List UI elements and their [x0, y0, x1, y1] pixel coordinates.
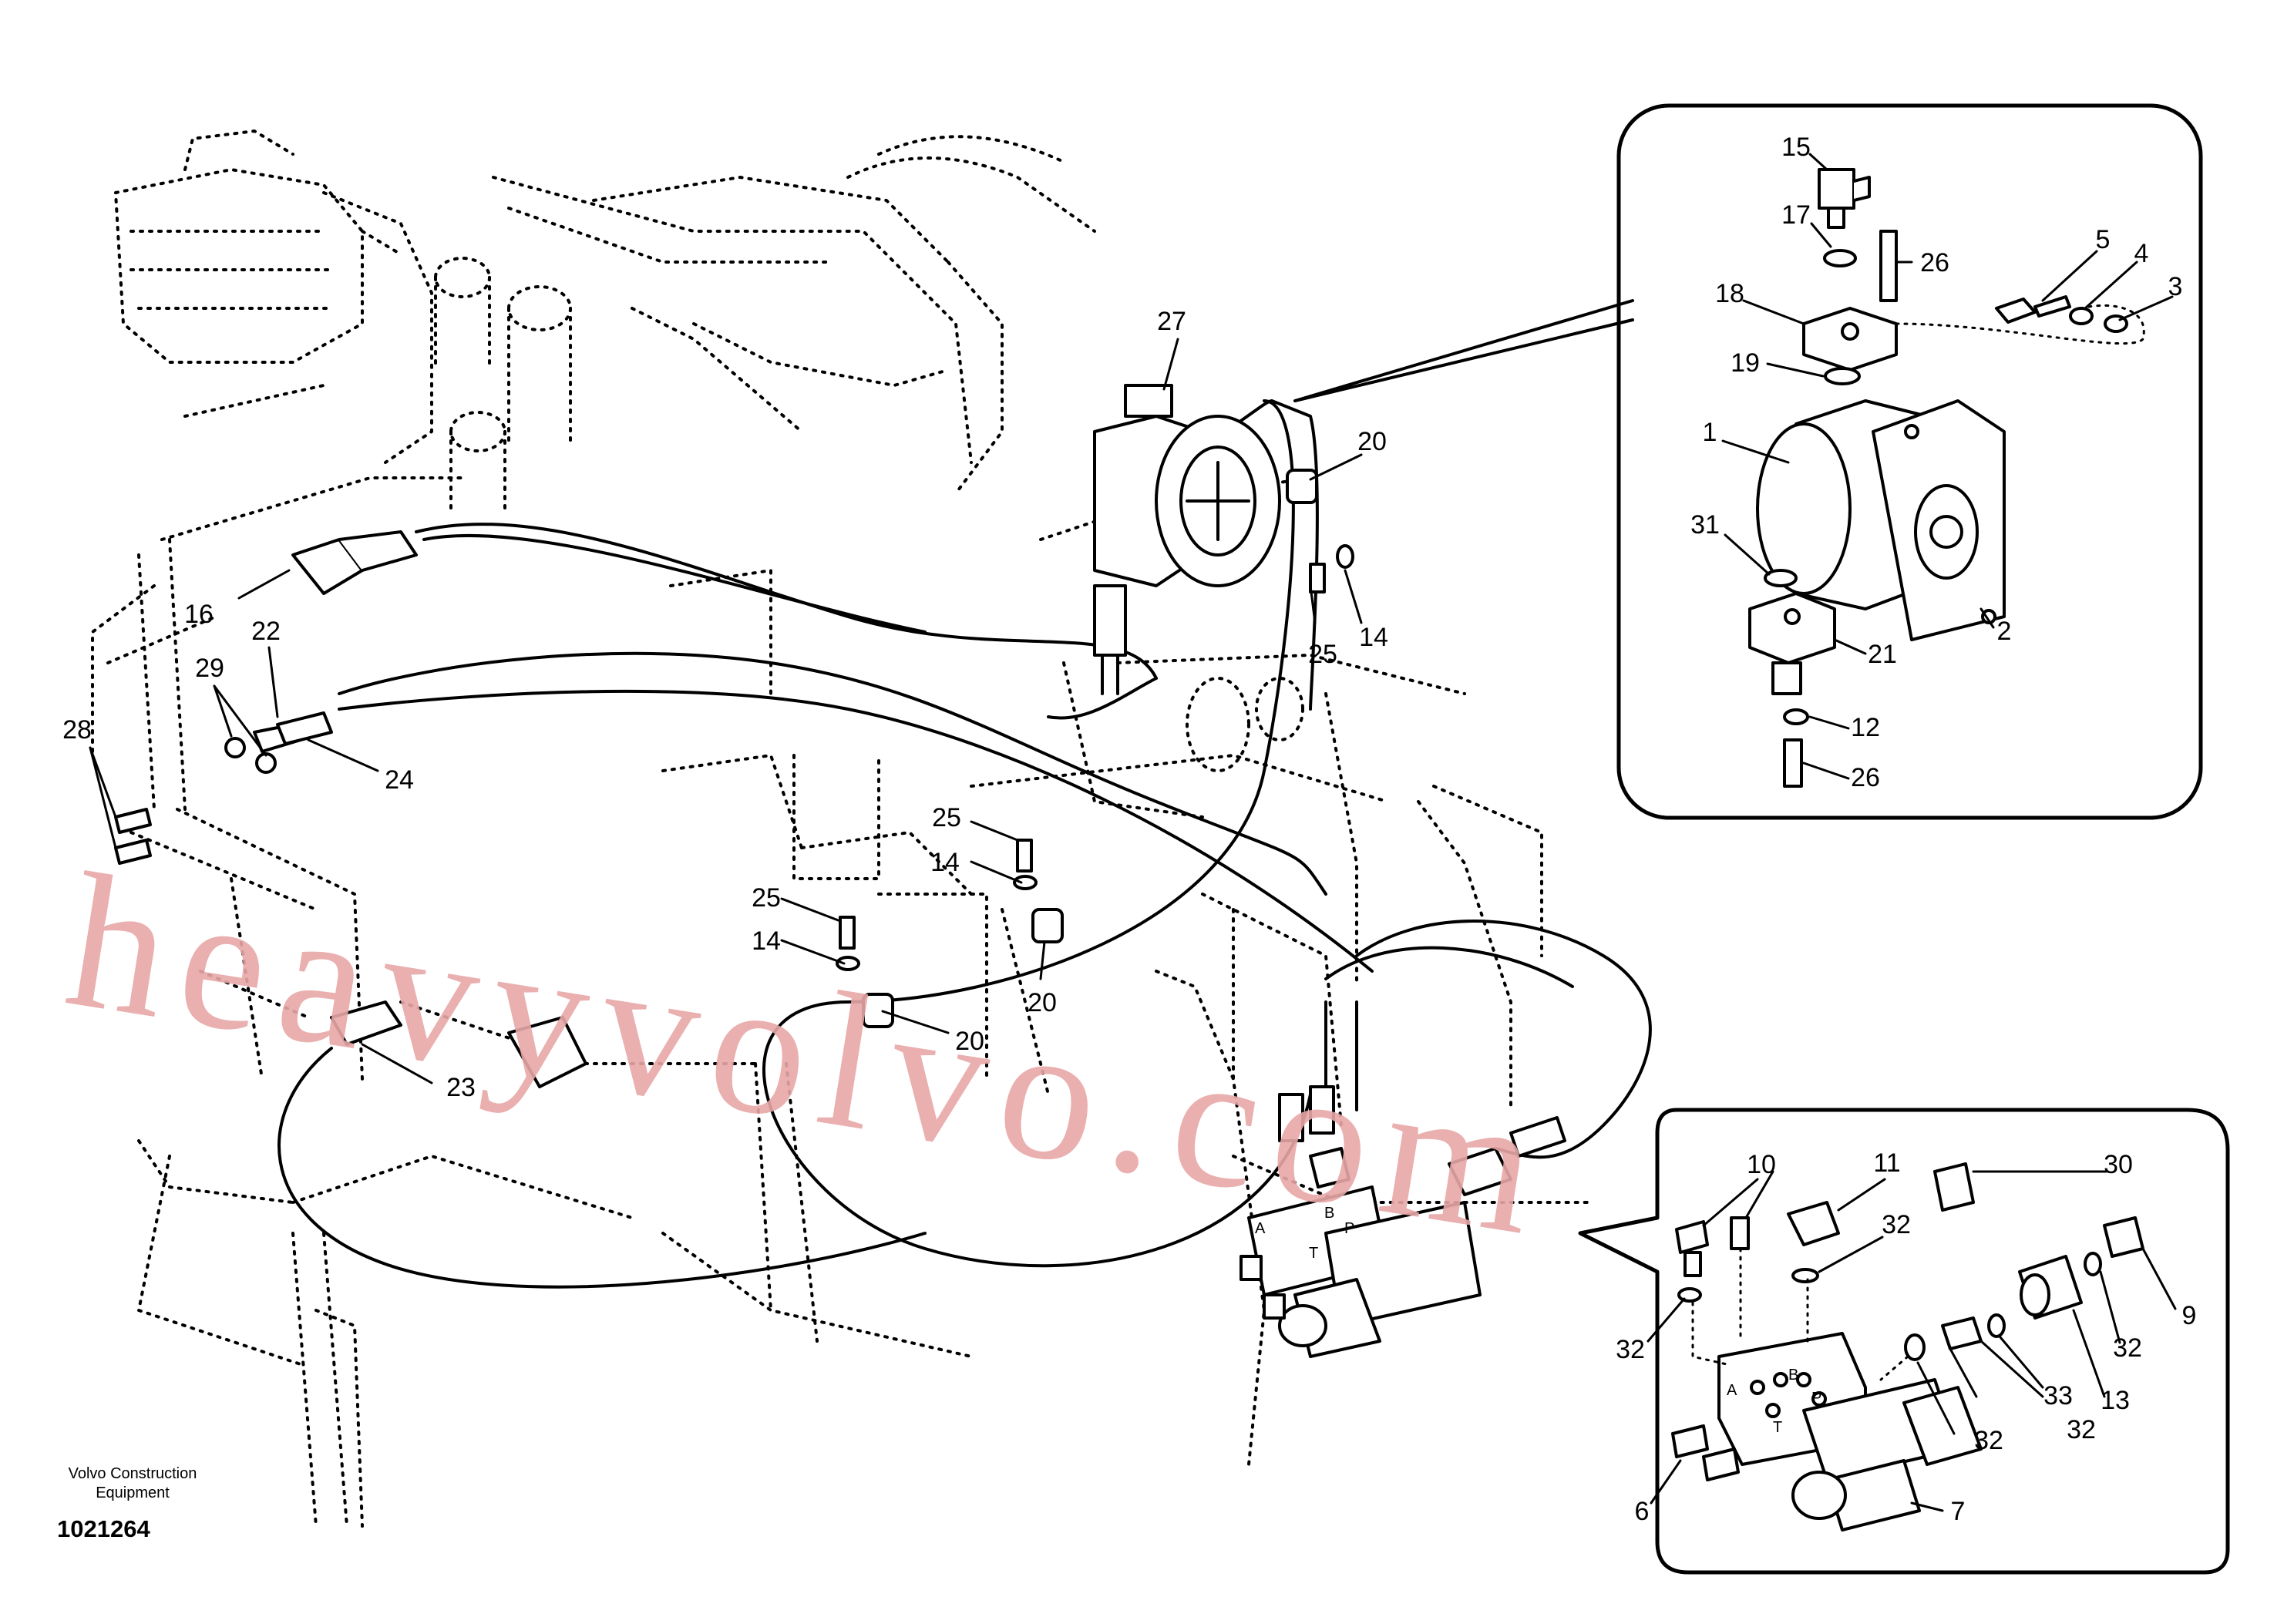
callout-23: 23 [446, 1073, 476, 1102]
callout-14-right: 14 [1359, 623, 1388, 652]
fitting-group-left [114, 530, 587, 1088]
hose-clamp [862, 469, 1318, 1028]
callout-28: 28 [62, 715, 92, 745]
callout-16: 16 [184, 600, 214, 629]
callout-20-low: 20 [955, 1027, 984, 1056]
callout-13: 13 [2101, 1386, 2130, 1415]
callout-6: 6 [1635, 1497, 1650, 1526]
callout-26-bottom: 26 [1851, 763, 1880, 792]
callout-25-right: 25 [1308, 640, 1337, 669]
callout-25-mid: 25 [932, 803, 961, 832]
port-labels-detail: A B P T [1727, 1367, 1821, 1436]
callout-5: 5 [2096, 225, 2111, 254]
callout-3: 3 [2168, 272, 2183, 301]
reference-number: 1021264 [57, 1515, 150, 1542]
port-label-p: P [1344, 1220, 1354, 1237]
publisher-line-1: Volvo Construction [68, 1465, 197, 1482]
callout-14-mid: 14 [930, 848, 960, 877]
callout-29: 29 [195, 654, 224, 683]
callout-32-b: 32 [1616, 1335, 1645, 1364]
travel-motor-main [1093, 384, 1281, 695]
publisher-caption: Volvo Construction Equipment [48, 1464, 217, 1503]
bolt [836, 544, 1354, 971]
callout-14-left: 14 [752, 926, 781, 956]
watermark: heavyvolvo.com [55, 833, 1565, 1278]
callout-12: 12 [1851, 713, 1880, 742]
callouts-motor-detail: 15 17 26 5 4 3 18 19 1 31 2 21 12 26 [1690, 133, 2182, 792]
callout-32-c: 32 [2113, 1333, 2142, 1363]
publisher-line-2: Equipment [96, 1484, 170, 1501]
callout-24: 24 [385, 765, 414, 795]
callout-26-top: 26 [1920, 248, 1949, 277]
control-valve-main [1240, 1085, 1566, 1358]
leader-lines-main [89, 338, 1363, 1084]
port-label-t: T [1773, 1419, 1782, 1436]
callout-30: 30 [2104, 1150, 2133, 1179]
callouts-valve-detail: 10 11 30 32 32 9 32 13 33 32 32 6 7 [1616, 1148, 2196, 1526]
callouts-main: 27 20 16 22 29 28 24 25 14 25 14 20 20 2… [62, 307, 1388, 1102]
callout-33: 33 [2043, 1381, 2073, 1410]
callout-22: 22 [251, 617, 281, 646]
callout-2: 2 [1997, 617, 2012, 646]
callout-11: 11 [1873, 1148, 1900, 1178]
callout-17: 17 [1781, 200, 1811, 230]
port-label-p: P [1811, 1390, 1821, 1407]
callout-10: 10 [1747, 1150, 1776, 1179]
port-label-b: B [1324, 1205, 1334, 1222]
hose-lines [278, 399, 1652, 1289]
callout-1: 1 [1703, 418, 1717, 447]
callout-15: 15 [1781, 133, 1811, 162]
port-label-a: A [1727, 1382, 1737, 1399]
callout-32-d: 32 [2067, 1415, 2096, 1444]
callout-18: 18 [1715, 279, 1744, 308]
callout-4: 4 [2134, 239, 2149, 268]
port-label-b: B [1788, 1367, 1798, 1384]
callout-21: 21 [1868, 640, 1897, 669]
callout-7: 7 [1951, 1497, 1966, 1526]
callout-31: 31 [1690, 510, 1720, 540]
motor-detail-inset [1293, 103, 2203, 820]
port-label-t: T [1309, 1245, 1318, 1262]
callout-25-left: 25 [752, 883, 781, 913]
callout-32-a: 32 [1882, 1210, 1911, 1239]
callout-20-top: 20 [1357, 427, 1387, 456]
callout-20-mid: 20 [1028, 988, 1057, 1017]
callout-9: 9 [2182, 1301, 2197, 1330]
callout-19: 19 [1731, 348, 1760, 378]
callout-32-e: 32 [1974, 1426, 2003, 1455]
port-label-a: A [1255, 1220, 1266, 1237]
valve-detail-inset [1578, 1108, 2230, 1575]
port-labels-main: A B P T [1255, 1205, 1354, 1262]
callout-27: 27 [1157, 307, 1186, 336]
